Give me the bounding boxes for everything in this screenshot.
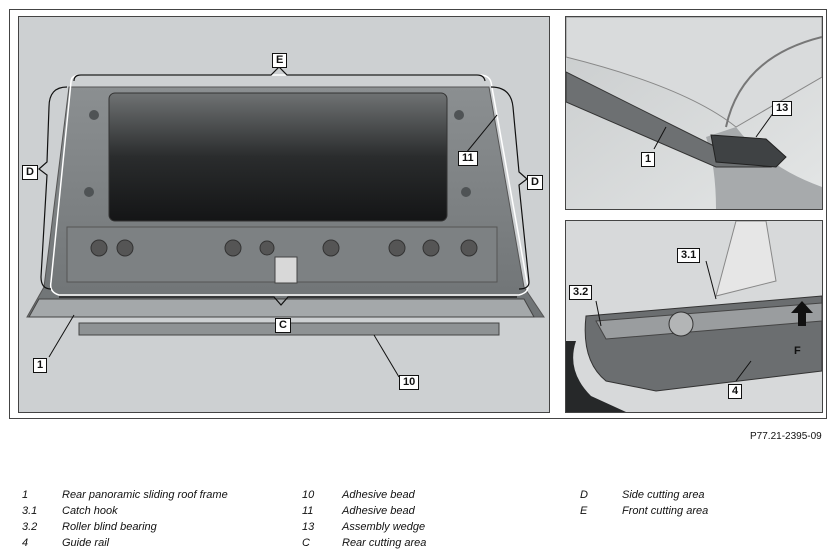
callout-4: 4 [728, 384, 743, 399]
callout-11: 11 [458, 151, 478, 166]
callout-D-left: D [22, 165, 38, 180]
callout-3-1: 3.1 [677, 248, 701, 263]
callout-10: 10 [399, 375, 420, 390]
guide-rail-photo [565, 220, 823, 413]
figure-reference-number: P77.21-2395-09 [750, 431, 822, 442]
callout-E: E [272, 53, 288, 68]
callout-tr-1: 1 [641, 152, 656, 167]
callout-F: F [794, 345, 801, 357]
guide-rail-illustration [566, 221, 822, 412]
callout-D-right: D [527, 175, 543, 190]
callout-13: 13 [772, 101, 793, 116]
callout-C: C [275, 318, 291, 333]
roof-frame-illustration [19, 17, 549, 412]
callout-1: 1 [33, 358, 48, 373]
roof-frame-photo [18, 16, 550, 413]
figure-frame [9, 9, 827, 419]
callout-3-2: 3.2 [569, 285, 593, 300]
